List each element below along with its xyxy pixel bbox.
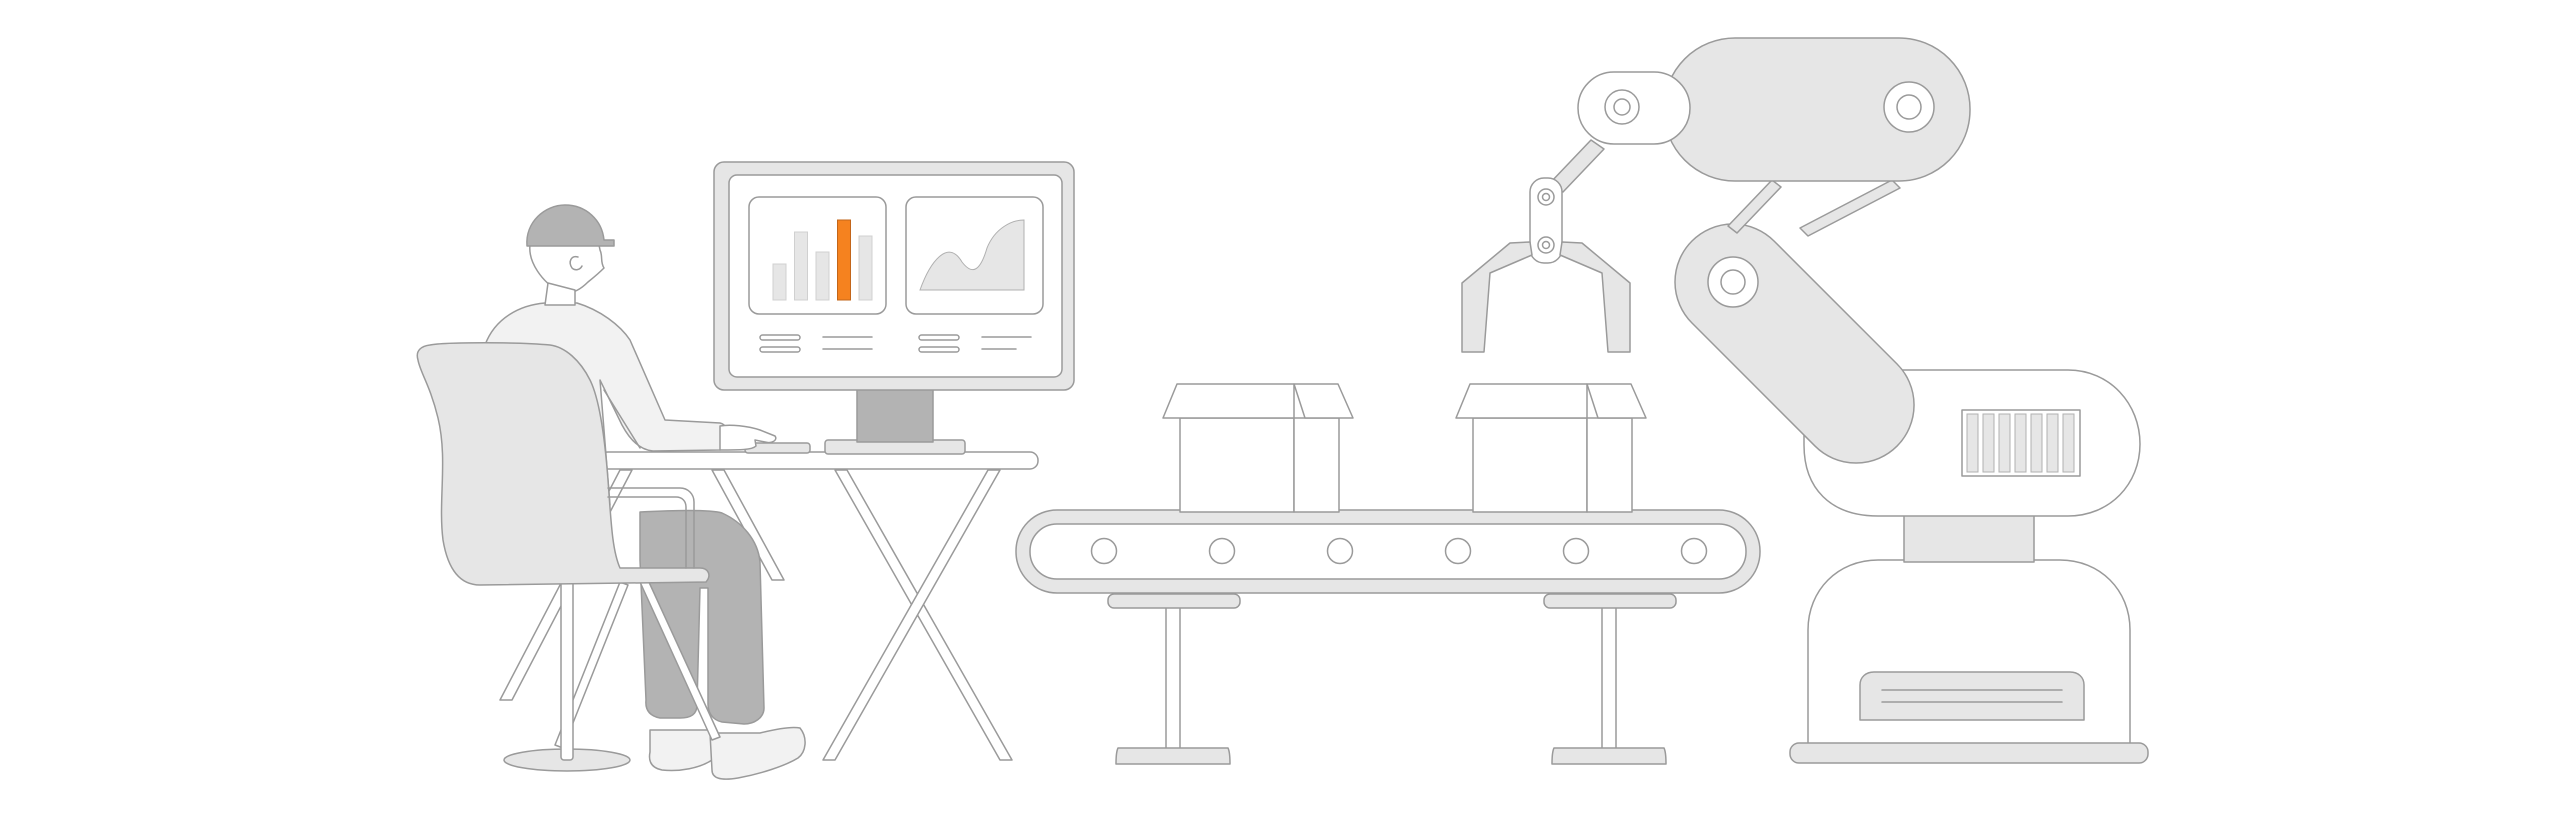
box: [1162, 383, 1354, 513]
roller: [1562, 537, 1590, 565]
chair-post: [560, 579, 574, 761]
front-shoe: [648, 729, 713, 772]
robot-base-foot: [1789, 742, 2149, 764]
hand: [719, 424, 777, 451]
chair-back: [416, 342, 710, 586]
vent-slat: [2014, 413, 2027, 473]
roller: [1326, 537, 1354, 565]
chair-armrest: [607, 487, 695, 569]
vent-slat: [1998, 413, 2011, 473]
arm: [603, 389, 641, 449]
highlighted-bar: [837, 219, 851, 301]
monitor-stand: [856, 387, 934, 443]
roller: [1090, 537, 1118, 565]
head: [529, 239, 605, 294]
robot-base-panel: [1859, 671, 2085, 721]
conveyor: [1015, 383, 1761, 765]
lower-arm: [1674, 223, 1915, 464]
robot-arm: [1461, 37, 2149, 764]
robot-neck: [1903, 513, 2035, 563]
vent-slat: [2046, 413, 2059, 473]
bar: [772, 263, 787, 301]
desk-top: [599, 451, 1039, 470]
vent-slat: [2062, 413, 2075, 473]
bar: [794, 231, 808, 301]
conveyor-rollers: [1090, 537, 1708, 565]
upper-arm-strut: [1727, 179, 1901, 237]
screen-text-lines: [759, 334, 1032, 353]
back-leg: [639, 509, 765, 725]
back-shoe: [709, 726, 806, 780]
ear: [569, 255, 583, 271]
bar: [815, 251, 830, 301]
roller: [1680, 537, 1708, 565]
bar-chart: [772, 219, 873, 301]
bar: [858, 235, 873, 301]
gripper-right: [1559, 241, 1631, 353]
conveyor-belt: [1029, 523, 1747, 580]
neck: [544, 282, 576, 306]
area-chart-shape: [919, 219, 1025, 291]
vent-slat: [2030, 413, 2043, 473]
conveyor-legs: [1107, 593, 1677, 765]
box: [1455, 383, 1647, 513]
monitor: [713, 161, 1075, 455]
roller: [1208, 537, 1236, 565]
roller: [1444, 537, 1472, 565]
cap: [526, 204, 615, 247]
vent-slat: [1966, 413, 1979, 473]
gripper-left: [1461, 241, 1533, 353]
chair: [416, 342, 721, 772]
vent-slat: [1982, 413, 1995, 473]
